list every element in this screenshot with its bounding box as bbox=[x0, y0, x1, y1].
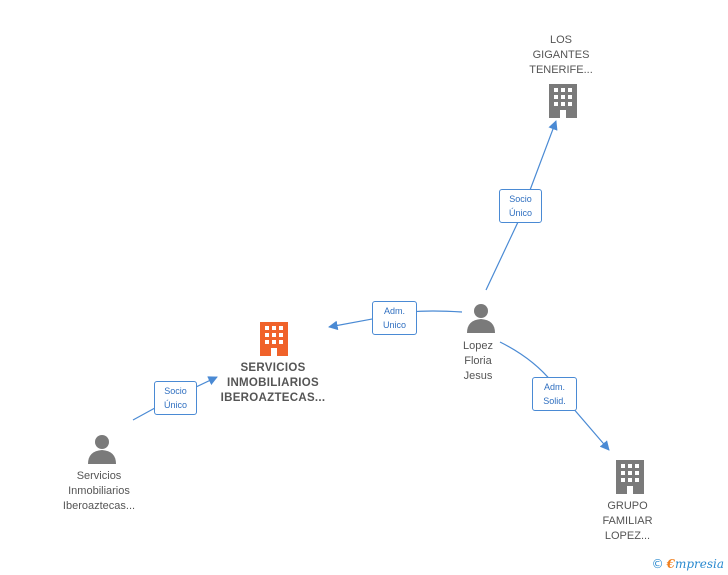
servicios-person-icon[interactable] bbox=[88, 435, 116, 464]
label-line: LOS bbox=[549, 34, 572, 46]
center-building-icon[interactable] bbox=[260, 322, 288, 356]
copyright-icon: © bbox=[651, 557, 664, 571]
label-line: FAMILIAR bbox=[602, 515, 653, 527]
edge-label-line: Socio bbox=[509, 194, 532, 204]
grupo-familiar-label[interactable]: GRUPO FAMILIAR LOPEZ... bbox=[580, 499, 675, 544]
label-line: Jesus bbox=[463, 370, 493, 382]
edge-label-line: Único bbox=[508, 208, 532, 218]
brand-name: mpresia bbox=[674, 557, 724, 571]
label-line: IBEROAZTECAS... bbox=[220, 392, 326, 404]
edge-label-lopez-grupo: Adm. Solid. bbox=[532, 377, 577, 411]
label-line: Floria bbox=[464, 355, 492, 367]
label-line: INMOBILIARIOS bbox=[226, 377, 320, 389]
label-line: Lopez bbox=[463, 340, 493, 352]
label-line: Servicios bbox=[76, 470, 122, 482]
empresia-logo[interactable]: ©€mpresia bbox=[652, 557, 724, 571]
edge-label-servicios-center: Socio Único bbox=[154, 381, 197, 415]
los-gigantes-building-icon[interactable] bbox=[549, 84, 577, 118]
los-gigantes-label[interactable]: LOS GIGANTES TENERIFE... bbox=[511, 33, 611, 78]
edge-label-line: Socio bbox=[164, 386, 187, 396]
label-line: Inmobiliarios bbox=[68, 485, 130, 497]
label-line: Iberoaztecas... bbox=[62, 500, 136, 512]
lopez-person-label[interactable]: Lopez Floria Jesus bbox=[438, 339, 518, 384]
brand-e: € bbox=[666, 557, 675, 571]
edge-label-line: Unico bbox=[382, 320, 406, 330]
grupo-familiar-building-icon[interactable] bbox=[616, 460, 644, 494]
edge-label-line: Adm. bbox=[383, 306, 405, 316]
label-line: TENERIFE... bbox=[529, 64, 593, 76]
edge-label-line: Único bbox=[163, 400, 187, 410]
servicios-person-label[interactable]: Servicios Inmobiliarios Iberoaztecas... bbox=[49, 469, 149, 514]
label-line: GIGANTES bbox=[532, 49, 590, 61]
label-line: SERVICIOS bbox=[240, 362, 306, 374]
edge-label-line: Adm. bbox=[543, 382, 565, 392]
label-line: LOPEZ... bbox=[604, 530, 651, 542]
edge-label-line: Solid. bbox=[543, 396, 566, 406]
label-line: GRUPO bbox=[607, 500, 648, 512]
edge-label-lopez-gigantes: Socio Único bbox=[499, 189, 542, 223]
edge-label-lopez-center: Adm. Unico bbox=[372, 301, 417, 335]
center-company-label[interactable]: SERVICIOS INMOBILIARIOS IBEROAZTECAS... bbox=[203, 361, 343, 406]
lopez-person-icon[interactable] bbox=[467, 304, 495, 333]
